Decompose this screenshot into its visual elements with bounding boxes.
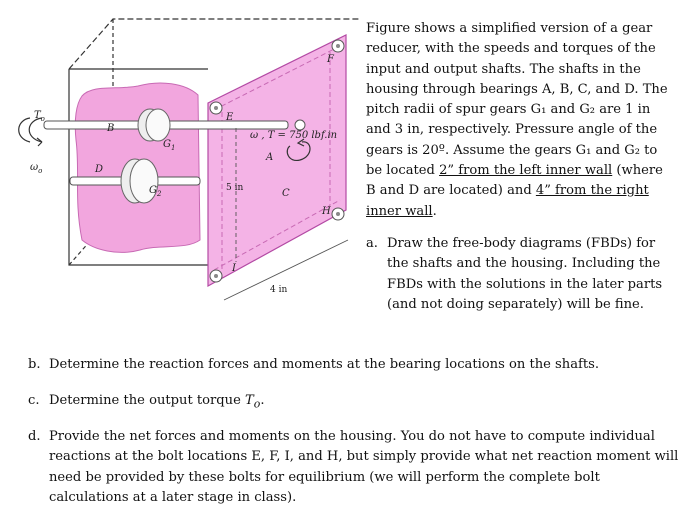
label-G1: G1	[163, 139, 175, 152]
question-c-marker: c.	[28, 393, 40, 408]
underline-2in: 2” from the left inner wall	[439, 163, 613, 179]
label-5in: 5 in	[226, 183, 243, 193]
label-G2: G2	[149, 185, 162, 198]
label-omega-o: ωo	[30, 162, 42, 175]
question-b-text: Determine the reaction forces and moment…	[49, 357, 600, 372]
question-b-marker: b.	[28, 357, 41, 372]
label-A: A	[265, 152, 273, 163]
cover-plate	[207, 34, 347, 288]
input-shaft	[43, 119, 306, 131]
intro-end: .	[432, 203, 437, 219]
label-To: To	[34, 110, 45, 123]
label-B: B	[106, 123, 114, 134]
bolt-H	[331, 207, 345, 221]
label-F: F	[326, 54, 335, 65]
bolt-I	[209, 269, 223, 283]
gear-reducer-figure: To ωo B G1 D G2 E F A C H I ω , T = 750 …	[18, 18, 360, 301]
input-torque-arrow	[286, 138, 311, 162]
label-H: H	[321, 206, 331, 217]
gear-G1	[137, 108, 171, 142]
label-I: I	[231, 263, 237, 274]
bolt-E	[209, 101, 223, 115]
bolt-F	[331, 39, 345, 53]
dimension-4in	[223, 239, 349, 301]
problem-statement: Figure shows a simplified version of a g…	[366, 19, 676, 222]
question-d: d. Provide the net forces and moments on…	[28, 427, 679, 508]
question-d-marker: d.	[28, 429, 41, 444]
underline-4in: 4” from the right inner wall	[366, 183, 649, 219]
question-c-text: Determine the output torque To.	[49, 393, 265, 411]
label-C: C	[282, 188, 290, 199]
label-E: E	[225, 112, 234, 123]
question-a-marker: a.	[366, 236, 378, 251]
question-b: b. Determine the reaction forces and mom…	[28, 355, 679, 375]
question-a: a. Draw the free-body diagrams (FBDs) fo…	[366, 234, 678, 315]
label-D: D	[94, 164, 103, 175]
label-4in: 4 in	[270, 285, 287, 295]
output-torque-arrow	[18, 117, 43, 147]
question-a-text: Draw the free-body diagrams (FBDs) for t…	[387, 236, 663, 312]
question-c: c. Determine the output torque To.	[28, 391, 679, 415]
gear-G2	[120, 158, 159, 204]
label-input-torque: ω , T = 750 lbf.in	[250, 130, 337, 141]
intro-middle: (where B and D are located) and	[366, 163, 663, 199]
question-d-text: Provide the net forces and moments on th…	[49, 429, 679, 505]
intro-text: Figure shows a simplified version of a g…	[366, 21, 668, 179]
